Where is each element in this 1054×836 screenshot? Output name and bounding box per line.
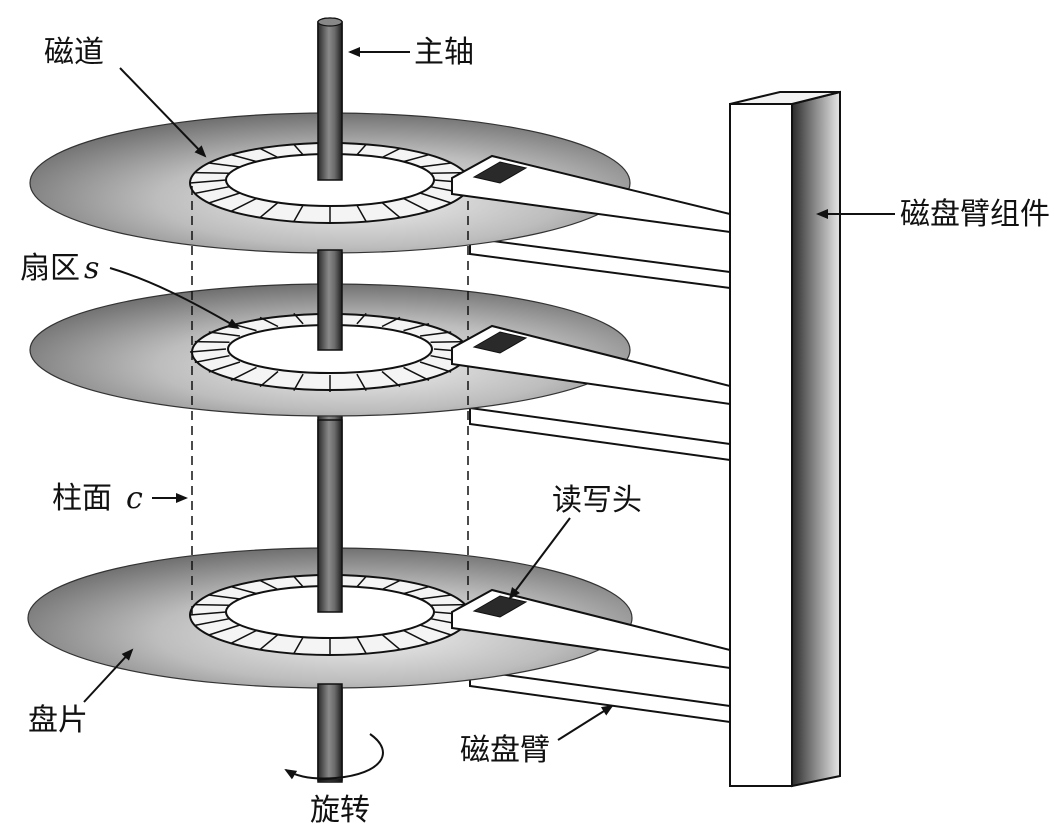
platter-bottom: [27, 547, 633, 689]
arm-label: 磁盘臂: [460, 733, 550, 768]
spindle-front: [317, 17, 343, 781]
sector-divider: [403, 322, 430, 332]
sector-divider: [194, 617, 230, 627]
sector-divider: [259, 579, 279, 591]
sector-divider: [403, 153, 430, 163]
sector-divider: [230, 366, 257, 381]
sector-divider: [189, 348, 227, 353]
sector-divider: [403, 366, 430, 381]
sector-divider: [230, 197, 257, 212]
arm-assembly-label: 磁盘臂组件: [900, 197, 1050, 232]
spindle-label: 主轴: [414, 35, 474, 70]
sector-divider: [208, 192, 241, 204]
sector-divider: [356, 575, 367, 588]
sector-divider: [230, 153, 257, 163]
sector-divider: [381, 370, 401, 388]
sector-divider: [381, 147, 401, 159]
sector-divider: [293, 636, 304, 654]
sector-divider: [208, 162, 240, 168]
leader-arrows: [83, 47, 895, 780]
sector-label: 扇区: [20, 251, 80, 286]
sector-divider: [403, 585, 430, 595]
platter-arrow: [83, 648, 134, 703]
sector-divider: [208, 361, 241, 373]
sector-divider: [381, 201, 401, 219]
sector-divider: [194, 185, 230, 195]
arm-arrow: [557, 704, 614, 741]
sector-divider: [194, 354, 230, 364]
labels: 磁道 主轴 磁盘臂组件 扇区 s 柱面 c 读写头 盘片 磁盘臂 旋转: [20, 35, 1050, 828]
sector-divider: [259, 201, 279, 219]
sector-divider: [420, 331, 452, 337]
cylinder-label: 柱面: [52, 481, 112, 516]
track-label: 磁道: [44, 35, 104, 70]
track-arrow: [119, 67, 207, 158]
sector-divider: [293, 312, 304, 325]
cylinder-lines: [191, 186, 469, 618]
sector-divider: [356, 373, 367, 391]
sector-divider: [430, 603, 466, 607]
sector-divider: [293, 204, 304, 222]
rotation-label: 旋转: [310, 793, 370, 828]
sector-divider: [356, 204, 367, 222]
head-label: 读写头: [552, 483, 642, 518]
sector-divider: [419, 361, 452, 373]
sector-divider: [381, 579, 401, 591]
sector-divider: [259, 147, 279, 159]
sector-divider: [403, 197, 430, 212]
sector-divider: [430, 340, 466, 344]
sector-divider: [293, 575, 304, 588]
disk-arms-front: [451, 154, 731, 670]
sector-divider: [189, 611, 227, 616]
sector-divider: [420, 594, 452, 600]
sector-divider: [189, 179, 227, 184]
sector-divider: [208, 594, 240, 600]
sector-divider: [430, 171, 466, 175]
head-arrow: [508, 517, 571, 600]
sector-divider: [403, 629, 430, 644]
sector-divider: [419, 624, 452, 636]
sector-divider: [259, 633, 279, 651]
disk-arms-back: [469, 236, 731, 724]
sector-divider: [381, 633, 401, 651]
sector-divider: [356, 143, 367, 156]
sector-arrow: [109, 267, 240, 330]
sector-divider: [259, 316, 279, 328]
arm-assembly-column: [729, 90, 841, 788]
sector-divider: [194, 340, 230, 344]
sector-divider: [259, 370, 279, 388]
sector-divider: [230, 629, 257, 644]
sector-divider: [194, 171, 230, 175]
sector-divider: [381, 316, 401, 328]
curved-arrow-icon: [284, 733, 384, 780]
sector-divider: [208, 624, 241, 636]
platter-label: 盘片: [28, 703, 88, 738]
sector-divider: [356, 312, 367, 325]
sector-divider: [293, 373, 304, 391]
sector-divider: [419, 192, 452, 204]
cylinder-var-label: c: [126, 481, 143, 516]
sector-divider: [194, 603, 230, 607]
sector-var-label: s: [84, 251, 99, 286]
sector-divider: [356, 636, 367, 654]
read-write-heads: [472, 161, 528, 618]
sector-divider: [230, 585, 257, 595]
sector-divider: [208, 331, 240, 337]
sector-divider: [293, 143, 304, 156]
sector-divider: [420, 162, 452, 168]
